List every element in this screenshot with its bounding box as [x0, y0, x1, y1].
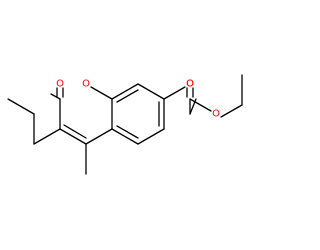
bond-c3-c4-double	[63, 124, 87, 139]
bond-propyl-c2-c3	[7, 98, 35, 115]
atom-o-ester: O	[212, 109, 220, 120]
bond-c3-c4	[59, 128, 87, 145]
molecule-structure-diagram: O O O O O	[7, 74, 243, 175]
atom-o-ether: O	[186, 79, 194, 90]
bond-c3-propyl-c1	[33, 128, 61, 145]
atom-o-ester-carbonyl: O	[186, 79, 194, 90]
atom-label-layer: O O O O O	[56, 79, 220, 120]
bond-ester-c-ester-o	[189, 98, 212, 112]
bond-c8a-c8-double	[116, 89, 139, 103]
bond-c8a-ring-o	[90, 86, 113, 100]
bond-c8-c7	[137, 83, 165, 100]
bond-layer	[7, 74, 243, 175]
bond-c8a-c8	[111, 83, 139, 100]
atom-o-carbonyl: O	[56, 79, 64, 90]
bond-c6-c5	[137, 128, 165, 145]
structure-svg: O O O O O	[7, 74, 243, 175]
bond-c4-c4a	[85, 128, 113, 145]
bond-c7-ether-o	[163, 86, 186, 100]
bond-ester-o-ethyl-c1	[220, 104, 243, 118]
bond-ring-o-c2	[50, 93, 61, 100]
bond-c5-c4a	[111, 128, 139, 145]
bond-c5-c4a-double	[116, 125, 139, 139]
atom-o-ring: O	[82, 79, 90, 90]
